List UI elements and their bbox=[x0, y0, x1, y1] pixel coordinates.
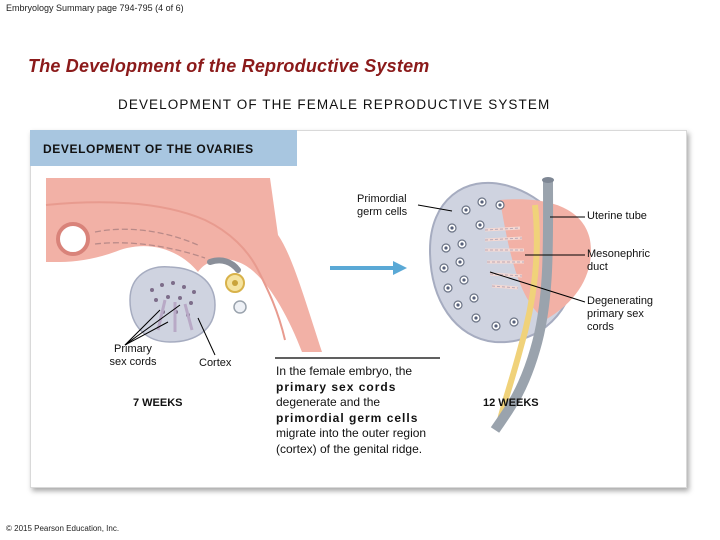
embryo-7-weeks bbox=[45, 178, 322, 352]
ovary-12-weeks bbox=[428, 177, 591, 433]
uterine-tube-label: Uterine tube bbox=[587, 210, 647, 222]
stage-7-weeks-label: 7 WEEKS bbox=[133, 397, 183, 409]
ovaries-tab bbox=[30, 130, 297, 166]
description-text: In the female embryo, the primary sex co… bbox=[276, 364, 427, 456]
cortex-label: Cortex bbox=[199, 357, 232, 369]
header-text: Embryology Summary page 794-795 (4 of 6) bbox=[6, 3, 184, 13]
page-title: The Development of the Reproductive Syst… bbox=[28, 56, 430, 76]
ovaries-tab-label: DEVELOPMENT OF THE OVARIES bbox=[43, 142, 254, 156]
section-title: DEVELOPMENT OF THE FEMALE REPRODUCTIVE S… bbox=[118, 97, 551, 112]
primordial-germ-cells-label: Primordial germ cells bbox=[357, 193, 408, 218]
mesonephric-duct-label: Mesonephric duct bbox=[587, 248, 650, 273]
leader-lines bbox=[124, 204, 586, 359]
progress-arrow-head bbox=[393, 261, 407, 275]
copyright-footer: © 2015 Pearson Education, Inc. bbox=[6, 524, 120, 533]
primary-sex-cords-label: Primary sex cords bbox=[109, 343, 157, 368]
stage-12-weeks-label: 12 WEEKS bbox=[483, 397, 539, 409]
degenerating-cords-label: Degenerating primary sex cords bbox=[587, 295, 654, 333]
